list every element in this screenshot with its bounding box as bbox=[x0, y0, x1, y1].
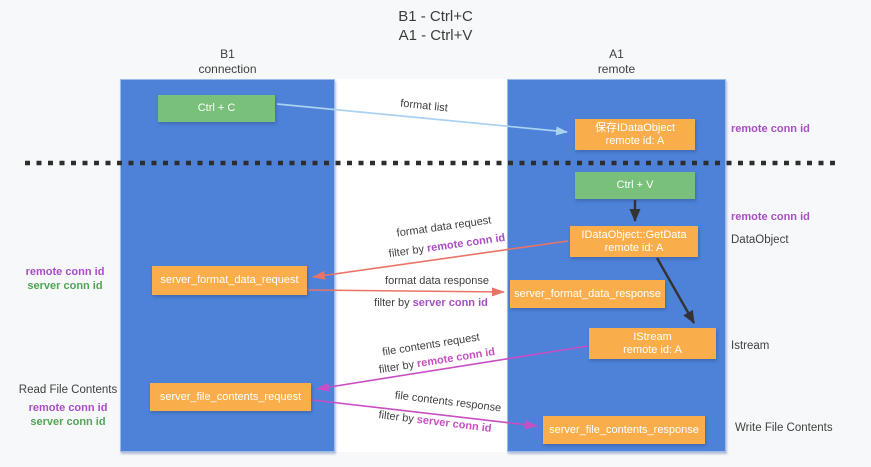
node-server-format-data-response: server_format_data_response bbox=[510, 280, 665, 308]
node-getdata-line2: remote id: A bbox=[604, 241, 664, 254]
annotation-read-file-contents-group: Read File Contents remote conn id server… bbox=[18, 383, 118, 429]
node-save-idataobject-line1: 保存IDataObject bbox=[594, 121, 676, 134]
annotation-istream: Istream bbox=[731, 340, 770, 352]
node-format-request-label: server_format_data_request bbox=[160, 274, 299, 286]
diagram-title: B1 - Ctrl+C A1 - Ctrl+V bbox=[0, 7, 871, 45]
node-ctrl-c: Ctrl + C bbox=[158, 95, 275, 122]
annotation-write-file-contents: Write File Contents bbox=[735, 422, 833, 434]
annotation-dataobject: DataObject bbox=[731, 234, 789, 246]
annotation-remote-conn-id-top: remote conn id bbox=[731, 123, 810, 135]
lane-b1-name: B1 bbox=[220, 47, 235, 61]
node-istream-line1: IStream bbox=[633, 330, 672, 343]
node-server-file-contents-response: server_file_contents_response bbox=[543, 416, 705, 444]
lane-a1-role: remote bbox=[597, 62, 636, 76]
filter-server-conn-id: server conn id bbox=[412, 297, 488, 309]
node-server-format-data-request: server_format_data_request bbox=[152, 266, 307, 295]
annotation-server-conn-id: server conn id bbox=[30, 416, 106, 428]
annotation-server-conn-id: server conn id bbox=[27, 280, 103, 292]
node-file-request-label: server_file_contents_request bbox=[159, 390, 302, 403]
lane-header-b1: B1 connection bbox=[120, 47, 335, 77]
node-idataobject-getdata: IDataObject::GetData remote id: A bbox=[570, 226, 698, 257]
annotation-remote-conn-id: remote conn id bbox=[25, 266, 105, 278]
lane-a1-name: A1 bbox=[609, 47, 624, 61]
filter-prefix: filter by bbox=[374, 297, 413, 309]
annotation-read-file-contents: Read File Contents bbox=[18, 384, 118, 396]
node-save-idataobject: 保存IDataObject remote id: A bbox=[575, 119, 695, 150]
annotation-left-conn-ids-top: remote conn id server conn id bbox=[20, 265, 110, 293]
node-save-idataobject-line2: remote id: A bbox=[605, 134, 665, 147]
title-line-b1: B1 - Ctrl+C bbox=[398, 8, 473, 25]
node-getdata-line1: IDataObject::GetData bbox=[581, 228, 687, 241]
node-ctrl-v-label: Ctrl + V bbox=[616, 179, 654, 191]
lane-header-a1: A1 remote bbox=[507, 47, 726, 77]
annotation-remote-conn-id: remote conn id bbox=[28, 402, 108, 414]
edge-label-format-data-response: format data response bbox=[385, 275, 489, 287]
annotation-remote-conn-id-mid: remote conn id bbox=[731, 211, 810, 223]
node-ctrl-v: Ctrl + V bbox=[575, 172, 695, 199]
node-server-file-contents-request: server_file_contents_request bbox=[150, 383, 311, 411]
edge-filter-format-data-response: filter by server conn id bbox=[351, 297, 511, 309]
lane-b1-role: connection bbox=[198, 62, 257, 76]
title-line-a1: A1 - Ctrl+V bbox=[398, 27, 473, 44]
node-istream-line2: remote id: A bbox=[623, 343, 682, 356]
node-format-response-label: server_format_data_response bbox=[514, 287, 661, 300]
node-file-response-label: server_file_contents_response bbox=[549, 423, 699, 436]
node-ctrl-c-label: Ctrl + C bbox=[197, 102, 236, 114]
node-istream: IStream remote id: A bbox=[589, 328, 716, 359]
